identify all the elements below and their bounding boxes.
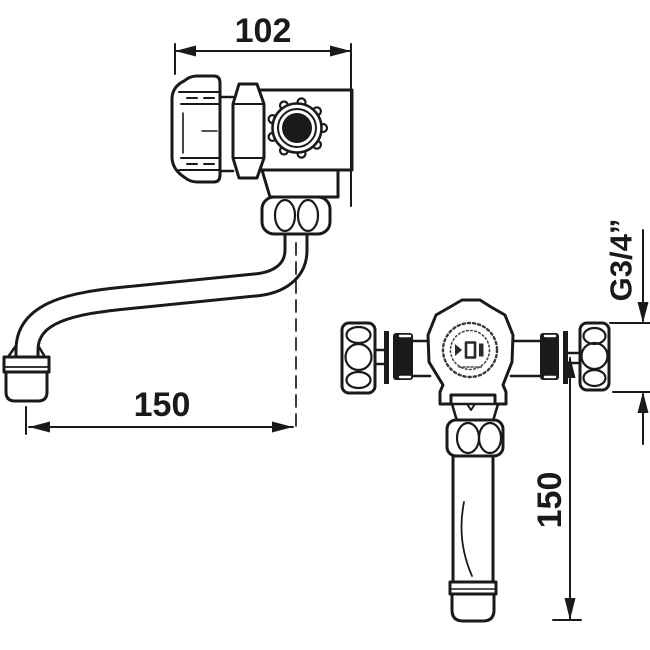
dimension-thread: [609, 229, 650, 445]
swivel-spout: [6, 223, 309, 371]
front-view-drawing: [340, 298, 611, 623]
cap-neck: [218, 95, 235, 173]
spout-union-nut: [260, 195, 332, 236]
right-threaded-sleeve: [540, 333, 559, 380]
brand-stamp-icon: [441, 321, 499, 379]
aerator-tip: [2, 355, 51, 403]
left-union-fitting: [340, 321, 377, 395]
valve-body: [256, 88, 354, 199]
dim-label-outlet-height: 150: [531, 471, 569, 529]
outlet-collar: [450, 402, 500, 423]
dim-label-top-width: 102: [234, 12, 292, 50]
left-threaded-sleeve: [393, 333, 413, 380]
dim-label-thread-size: G3/4”: [603, 218, 639, 302]
knurled-cap: [170, 74, 222, 184]
upper-hex-nut: [231, 82, 266, 180]
dimension-102: [174, 43, 352, 207]
outlet-hex-nut: [445, 418, 505, 458]
valve-front-body: [426, 298, 515, 406]
right-union-fitting: [578, 321, 611, 392]
dim-label-spout-reach: 150: [133, 386, 191, 424]
outlet-pipe: [448, 454, 498, 623]
dimension-150-reach: [25, 406, 294, 435]
inlet-boss: [267, 97, 329, 159]
left-washer: [384, 331, 389, 384]
body-transition: [260, 168, 340, 199]
dimension-150-height: [552, 356, 582, 621]
side-view-drawing: [2, 74, 354, 429]
right-washer: [563, 331, 568, 384]
